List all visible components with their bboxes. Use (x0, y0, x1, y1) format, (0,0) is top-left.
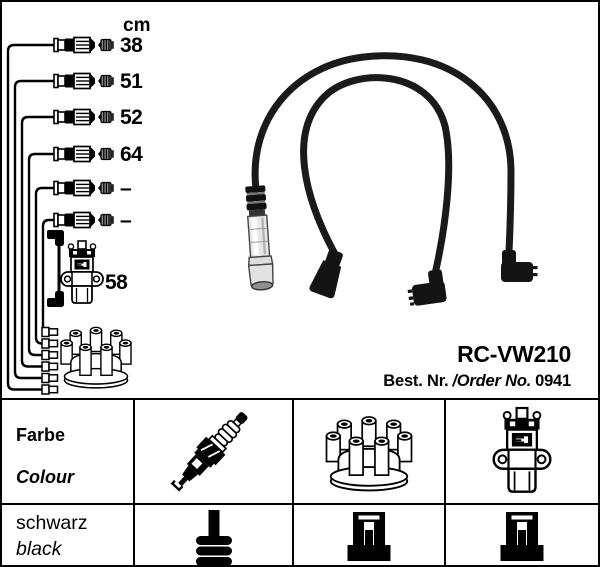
bent-boot-left (309, 249, 343, 299)
product-model: RC-VW210 (457, 341, 571, 367)
ignition-cable-photo (245, 52, 538, 306)
color-value-de: schwarz (16, 512, 88, 534)
elbow-boot-right (501, 250, 538, 282)
distributor-boot-cell-2 (446, 505, 598, 565)
spark-plug-boot-icon (195, 510, 232, 565)
color-label-de: Farbe (16, 425, 66, 445)
color-label-cell: Farbe Colour (2, 400, 135, 505)
spark-plug-icon (165, 403, 256, 498)
harness-wires (6, 43, 54, 391)
wiring-diagram (6, 36, 538, 395)
order-number-line: Best. Nr./Order No.0941 (383, 373, 571, 390)
wire-length-2: 51 (120, 70, 143, 93)
wire-length-4: 64 (120, 143, 143, 166)
distributor-cap-cell (294, 400, 446, 505)
order-label-en: /Order No. (452, 372, 532, 390)
distributor-boot-cell-1 (294, 505, 446, 565)
order-number: 0941 (535, 372, 571, 390)
wire-length-6: – (120, 209, 132, 232)
wire-end-connectors (53, 36, 115, 229)
wire-length-5: – (120, 177, 132, 200)
distributor-cap-icon (313, 404, 425, 500)
ignition-coil-icon (492, 406, 552, 493)
coil-wire-drawing (47, 230, 64, 307)
distributor-terminals (41, 326, 59, 395)
metal-shielded-plug (245, 185, 274, 291)
color-value-cell: schwarz black (2, 505, 135, 565)
ignition-coil-drawing (60, 240, 104, 304)
spark-plug-boot-cell (135, 505, 294, 565)
unit-header: cm (123, 15, 151, 36)
wire-length-3: 52 (120, 106, 143, 129)
coil-wire-length: 58 (105, 271, 128, 294)
elbow-boot-middle (407, 269, 447, 306)
distributor-boot-icon (347, 512, 391, 561)
wire-length-1: 38 (120, 34, 143, 57)
color-value-en: black (16, 538, 62, 560)
spec-table: Farbe Colour schwarz black (2, 398, 598, 565)
spark-plug-cell (135, 400, 294, 505)
color-label-en: Colour (16, 467, 74, 487)
order-label-de: Best. Nr. (383, 372, 449, 390)
distributor-cap-drawing (61, 327, 131, 388)
distributor-boot-icon-2 (500, 512, 544, 561)
ignition-coil-cell (446, 400, 598, 505)
